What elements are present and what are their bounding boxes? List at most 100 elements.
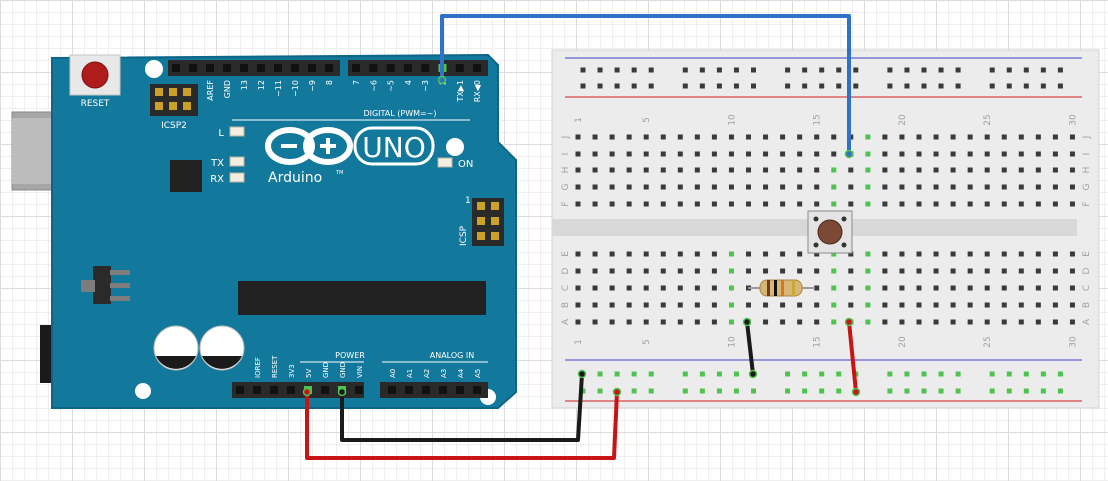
led-tx-label: TX: [210, 158, 224, 169]
breadboard-hole: [1001, 184, 1007, 190]
breadboard-hole: [802, 388, 808, 394]
breadboard-hole: [802, 83, 808, 89]
analog-header: [380, 382, 488, 398]
breadboard-hole: [831, 167, 837, 173]
breadboard-hole: [597, 83, 603, 89]
row-letter: E: [1082, 251, 1092, 257]
breadboard-hole: [609, 285, 615, 291]
breadboard-hole: [984, 319, 990, 325]
breadboard-hole: [836, 371, 842, 377]
black-wire-resistor-to-ground[interactable]: [745, 320, 755, 376]
breadboard-hole: [648, 67, 654, 73]
breadboard-hole: [865, 285, 871, 291]
row-letter: D: [1082, 267, 1092, 274]
breadboard-hole: [592, 251, 598, 257]
breadboard-hole: [746, 151, 751, 157]
breadboard-hole: [763, 251, 769, 257]
row-letter: A: [561, 318, 571, 325]
breadboard-hole: [575, 285, 581, 291]
pin-label: 12: [257, 80, 266, 90]
column-number: 1: [574, 117, 584, 123]
breadboard-hole: [916, 184, 922, 190]
breadboard-hole: [575, 151, 581, 157]
breadboard-hole: [785, 388, 791, 394]
breadboard-hole: [592, 134, 598, 140]
breadboard-hole: [780, 184, 786, 190]
breadboard-hole: [819, 67, 825, 73]
breadboard-hole: [1035, 285, 1041, 291]
breadboard-hole: [677, 285, 683, 291]
wire-endpoints: [302, 75, 861, 397]
icsp2-pin: [183, 88, 191, 96]
breadboard-hole: [1069, 268, 1075, 274]
breadboard-hole: [575, 302, 581, 308]
header-pin: [257, 64, 265, 72]
breadboard-hole: [682, 371, 688, 377]
pushbutton-icon[interactable]: [807, 210, 853, 254]
breadboard-hole: [711, 268, 717, 274]
pin-label: A4: [457, 368, 465, 378]
breadboard-hole: [865, 167, 871, 173]
breadboard-hole: [1052, 268, 1058, 274]
breadboard-hole: [711, 151, 717, 157]
pin-label: A0: [389, 369, 397, 378]
row-letter: B: [561, 302, 571, 308]
breadboard-hole: [597, 388, 603, 394]
breadboard-hole: [1052, 319, 1058, 325]
breadboard-hole: [933, 319, 939, 325]
mounting-hole: [135, 383, 151, 399]
breadboard-hole: [882, 319, 888, 325]
black-wire-gnd-to-rail[interactable]: [340, 373, 584, 442]
breadboard-hole: [780, 134, 786, 140]
breadboard-hole: [643, 268, 649, 274]
breadboard-hole: [848, 251, 854, 257]
row-letter: J: [1082, 136, 1092, 140]
breadboard-hole: [751, 83, 756, 89]
breadboard-hole: [780, 201, 786, 207]
red-wire-button-to-power[interactable]: [847, 320, 858, 394]
breadboard-hole: [609, 319, 615, 325]
header-pin: [456, 386, 464, 394]
breadboard-hole: [848, 302, 854, 308]
breadboard-hole: [887, 371, 893, 377]
breadboard-hole: [694, 251, 700, 257]
breadboard-hole: [580, 67, 586, 73]
breadboard-hole: [1052, 251, 1058, 257]
breadboard-hole: [733, 83, 739, 89]
breadboard-hole: [1023, 83, 1029, 89]
breadboard-hole: [592, 184, 598, 190]
column-number: 1: [574, 339, 584, 345]
breadboard-hole: [626, 319, 632, 325]
wire-endpoint: [742, 317, 752, 327]
red-wire-5v-to-rail[interactable]: [305, 391, 619, 460]
breadboard-hole: [950, 184, 956, 190]
header-pin: [287, 386, 295, 394]
wire-endpoint: [337, 387, 347, 397]
wire-endpoint: [844, 317, 854, 327]
breadboard-hole: [643, 134, 649, 140]
breadboard-holes: [575, 67, 1075, 394]
header-pin: [386, 64, 395, 72]
breadboard-hole: [865, 251, 871, 257]
breadboard-hole: [780, 151, 786, 157]
capacitor-icon: [199, 325, 245, 371]
breadboard-hole: [989, 371, 995, 377]
breadboard-hole: [677, 134, 683, 140]
breadboard-hole: [1006, 388, 1012, 394]
breadboard-hole: [592, 285, 598, 291]
breadboard-hole: [797, 319, 803, 325]
reset-button[interactable]: [81, 61, 109, 89]
breadboard-hole: [626, 184, 632, 190]
header-pin: [308, 64, 316, 72]
breadboard-hole: [1006, 371, 1012, 377]
uno-badge: [353, 126, 435, 166]
blue-wire-pin2-to-button[interactable]: [440, 14, 851, 154]
breadboard-hole: [899, 184, 905, 190]
breadboard-hole: [950, 302, 956, 308]
breadboard-hole: [814, 268, 820, 274]
breadboard-hole: [848, 268, 854, 274]
breadboard-hole: [955, 371, 961, 377]
breadboard-hole: [984, 184, 990, 190]
breadboard-hole: [609, 201, 615, 207]
